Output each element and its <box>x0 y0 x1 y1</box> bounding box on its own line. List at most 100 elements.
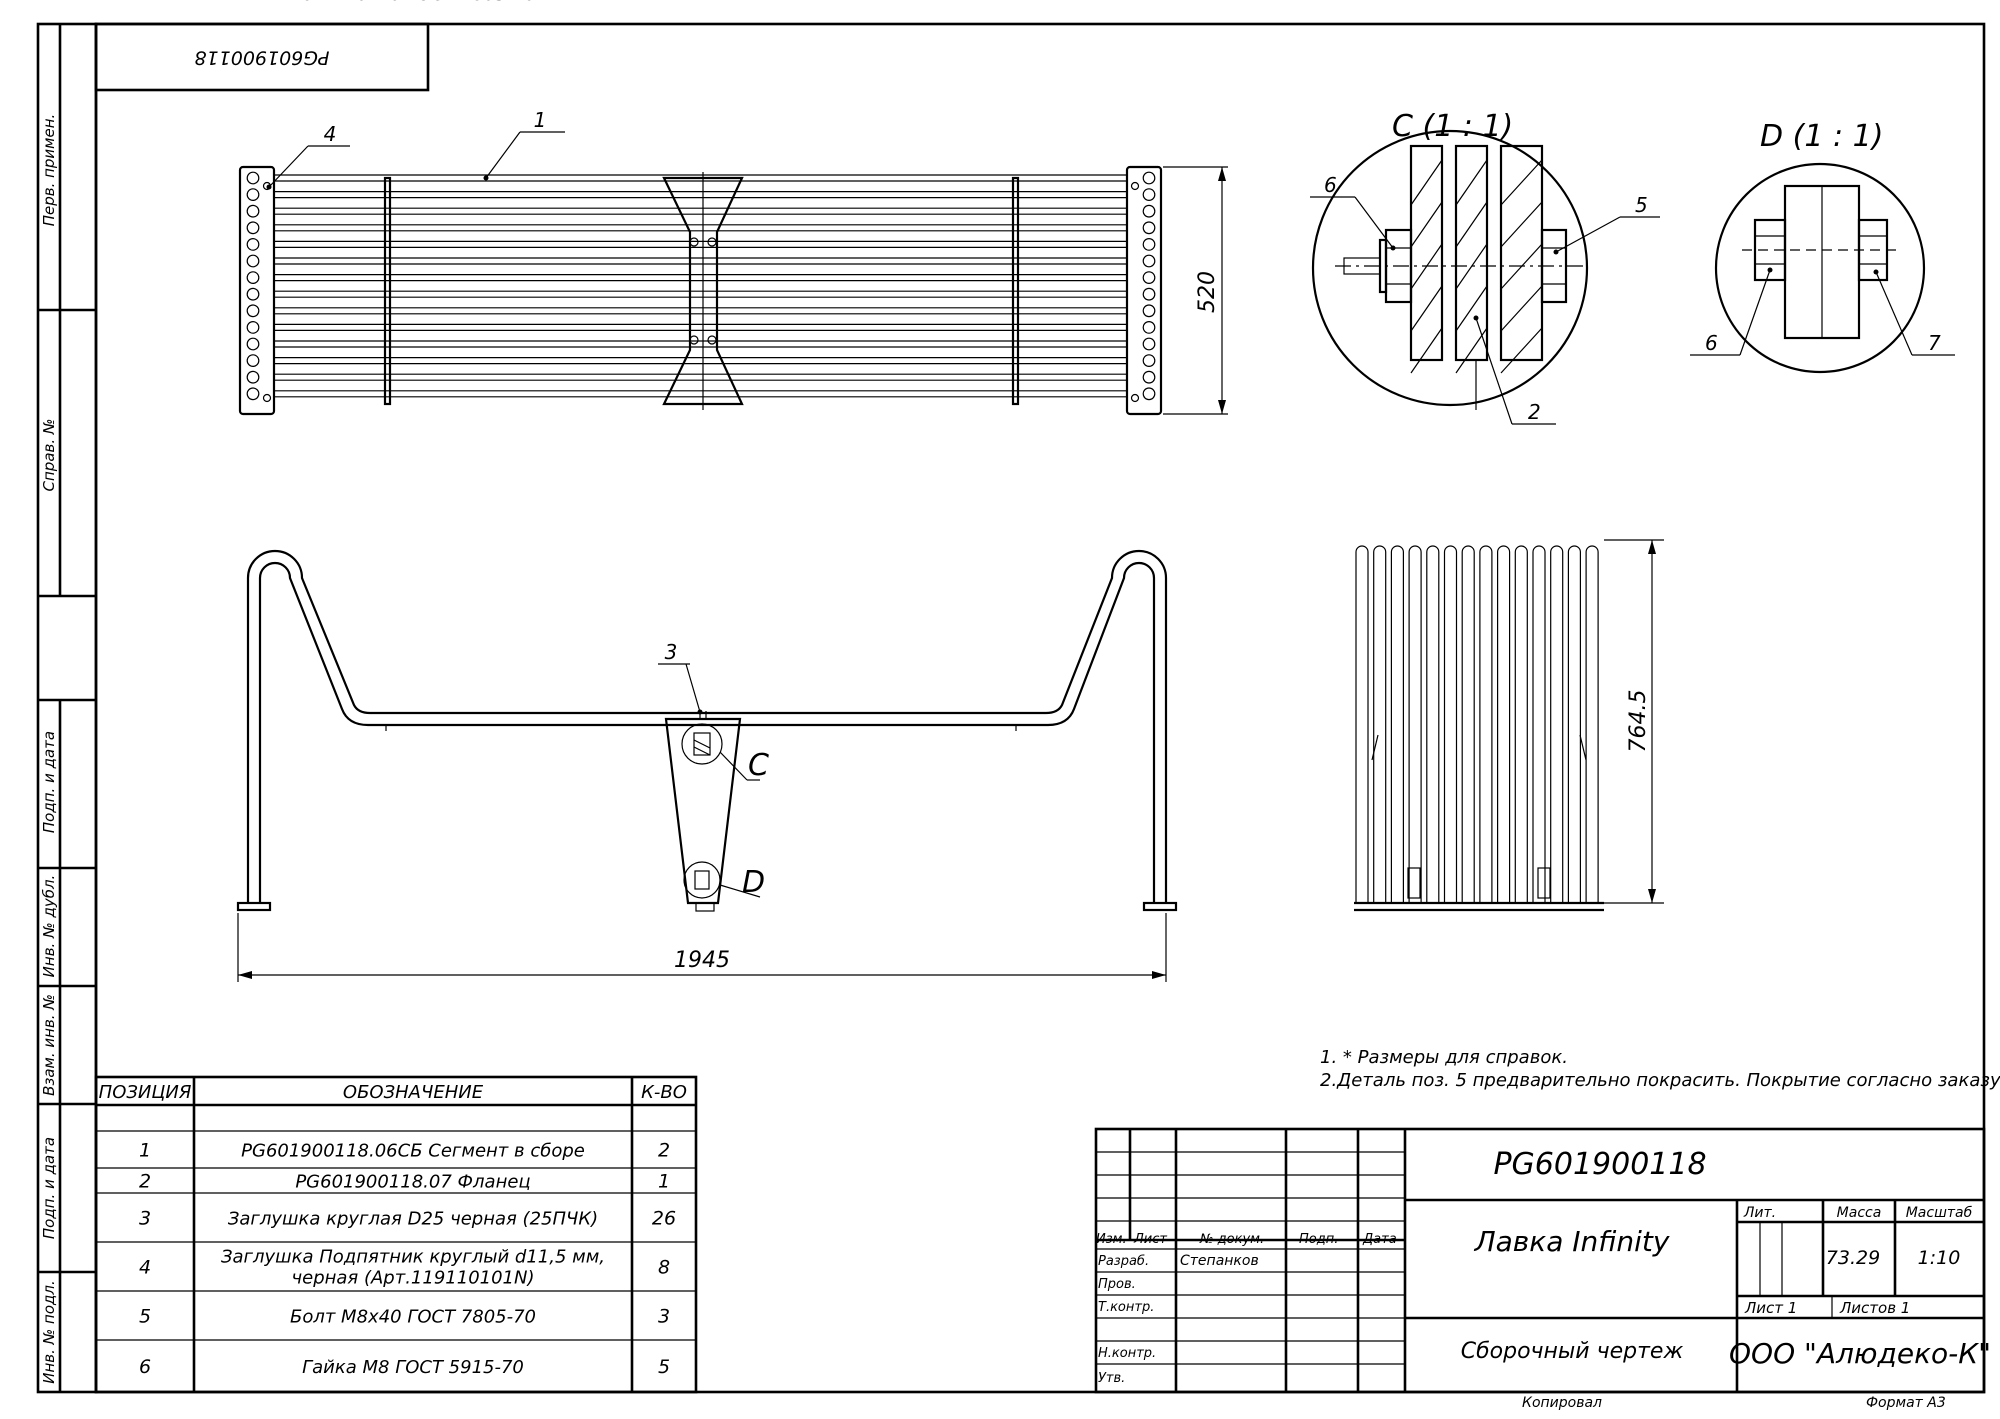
hatch-line <box>1410 327 1443 374</box>
plate-hole <box>1142 304 1156 318</box>
side-label-replace-inv: Взам. инв. № <box>40 994 58 1096</box>
detail-c-hatching <box>1410 159 1543 374</box>
table-cell-position: 7 <box>139 0 151 5</box>
table-cell-name-line2: черная (Арт.119110101N) <box>291 1268 534 1289</box>
company-name: ООО "Алюдеко-К" <box>1729 1337 1991 1370</box>
table-cell-position: 1 <box>139 1140 151 1162</box>
sheet-label: Лист 1 <box>1744 1299 1797 1317</box>
table-header-position: ПОЗИЦИЯ <box>99 1082 192 1103</box>
detail-d-view: D (1 : 1) 6 7 <box>1690 119 1955 374</box>
hatch-line <box>1500 159 1543 206</box>
front-view: C D 3 1945 <box>236 549 1178 982</box>
table-cell-qty: 3 <box>658 1306 670 1328</box>
plate-hole <box>246 387 260 401</box>
balloon-7: 7 <box>1928 331 1941 355</box>
code-box <box>94 22 430 92</box>
side-bar <box>1390 545 1404 903</box>
mass-value: 73.29 <box>1826 1247 1880 1269</box>
sheets-label: Листов 1 <box>1839 1299 1910 1317</box>
title-code: PG601900118 <box>1493 1147 1706 1182</box>
plate-hole <box>246 221 260 235</box>
side-view-bars <box>1355 545 1599 903</box>
side-bar <box>1567 545 1581 903</box>
role-developer: Разраб. <box>1098 1254 1149 1269</box>
plate-hole <box>1142 188 1156 202</box>
table-cell-name: Заглушка Подпятник круглый d11,5 мм, <box>221 1247 605 1268</box>
table-cell-position: 6 <box>139 1356 151 1378</box>
detail-d-title: D (1 : 1) <box>1760 119 1883 154</box>
table-cell-qty: 26 <box>652 1208 676 1230</box>
plate-hole <box>246 304 260 318</box>
plate-hole-small <box>1130 393 1140 403</box>
hatch-line <box>1455 327 1488 374</box>
table-header-designation: ОБОЗНАЧЕНИЕ <box>343 1082 484 1103</box>
table-cell-name: Гайка М8 ГОСТ 5915-70 <box>302 1357 524 1378</box>
rotated-code: PG601900118 <box>195 47 330 69</box>
hatch-line <box>1410 285 1443 332</box>
side-flange <box>1407 867 1421 899</box>
col-list: Лист <box>1133 1232 1167 1247</box>
plate-hole <box>1142 387 1156 401</box>
balloon-6-detail-d: 6 <box>1705 331 1718 355</box>
document-type: Сборочный чертеж <box>1461 1339 1684 1364</box>
scale-label: Масштаб <box>1906 1205 1973 1221</box>
side-labels: Перв. примен. Справ. № Подп. и дата Инв.… <box>40 114 58 1384</box>
developer-name: Степанков <box>1180 1253 1259 1269</box>
hatch-line <box>1500 201 1543 248</box>
balloon-1: 1 <box>534 108 547 132</box>
middle-flange-top <box>662 176 744 406</box>
note-1: 1. * Размеры для справок. <box>1320 1047 1568 1068</box>
table-cell-position: 4 <box>139 1257 151 1279</box>
plate-hole <box>1142 237 1156 251</box>
table-cell-position: 2 <box>139 1171 151 1193</box>
side-label-reference: Справ. № <box>40 419 58 492</box>
table-cell-qty: 8 <box>658 1257 670 1279</box>
plate-hole <box>1142 204 1156 218</box>
product-name: Лавка Infinity <box>1474 1225 1670 1258</box>
plate-hole <box>246 321 260 334</box>
hatch-line <box>1410 201 1443 248</box>
plate-hole-small <box>262 393 272 403</box>
side-bar <box>1443 545 1458 903</box>
format-label: Формат А3 <box>1866 1395 1946 1411</box>
table-cell-name: Заглушка круглая D25 черная (25ПЧК) <box>228 1209 598 1230</box>
dim-height: 764.5 <box>1626 690 1651 753</box>
plate-hole <box>1142 337 1156 351</box>
side-label-dup-inv: Инв. № дубл. <box>40 875 58 978</box>
plate-hole <box>246 188 260 202</box>
table-cell-qty: 5 <box>658 1356 670 1378</box>
side-brace <box>1371 734 1379 761</box>
plate-hole <box>1142 271 1156 285</box>
balloon-5: 5 <box>1635 193 1648 217</box>
table-cell-name: Болт М8х20 ГОСТ 7805-70 <box>290 0 536 5</box>
side-bar <box>1514 545 1528 903</box>
side-bar <box>1479 545 1493 903</box>
side-strip <box>36 22 98 1394</box>
side-bar <box>1373 545 1387 903</box>
side-bar <box>1408 545 1422 903</box>
table-header-qty: К-ВО <box>641 1082 687 1103</box>
role-tcontrol: Т.контр. <box>1098 1300 1154 1315</box>
copied-label: Копировал <box>1522 1395 1602 1411</box>
mass-label: Масса <box>1837 1205 1882 1221</box>
hatch-line <box>1455 243 1488 290</box>
plate-hole <box>246 204 260 218</box>
side-label-orig-inv: Инв. № подл. <box>40 1280 58 1383</box>
plate-hole <box>1142 354 1156 368</box>
plate-hole <box>246 271 260 285</box>
plate-hole <box>246 337 260 351</box>
side-bar <box>1532 545 1546 903</box>
col-doc: № докум. <box>1199 1232 1264 1247</box>
table-cell-qty: 2 <box>658 1140 670 1162</box>
balloon-2: 2 <box>1528 400 1541 424</box>
plate-hole <box>1142 321 1156 334</box>
plate-hole <box>1142 254 1156 268</box>
side-bar <box>1585 545 1599 903</box>
hatch-line <box>1500 327 1543 374</box>
hatch-line <box>1455 159 1488 206</box>
middle-flange-front <box>664 717 742 905</box>
